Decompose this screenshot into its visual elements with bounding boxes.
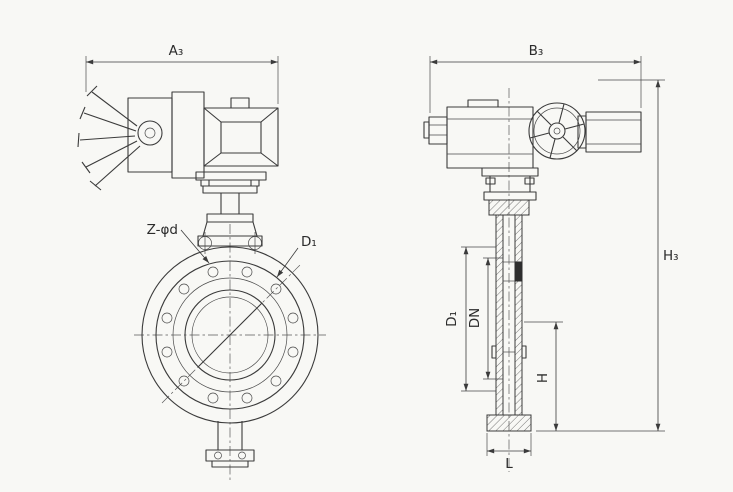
dim-b3: B₃ — [429, 43, 642, 113]
flange-raised-face-circle — [155, 260, 305, 410]
bore-circle — [184, 289, 276, 381]
handwheel-hub-icon — [137, 120, 163, 146]
mounting-bracket-front — [195, 171, 267, 254]
flange-outer-circle — [141, 246, 319, 424]
actuator-body — [171, 91, 205, 179]
gearbox-housing — [127, 97, 173, 173]
dim-l: L — [486, 433, 532, 472]
dim-d1-front: D₁ — [276, 234, 317, 278]
bottom-flange-section — [486, 414, 532, 432]
dim-label-h: H — [535, 373, 551, 383]
conduit-entry — [423, 121, 430, 139]
terminal-cap — [230, 97, 250, 109]
lug-bolt-hole — [198, 236, 212, 250]
dim-dn: DN — [467, 257, 503, 380]
body-top-boss — [467, 99, 499, 108]
handwheel-shaft-icon — [144, 127, 156, 139]
terminal-box — [428, 116, 448, 145]
mounting-bracket-side — [481, 167, 539, 201]
seat-circle — [172, 277, 288, 393]
front-view: A₃ Z-φd D₁ — [77, 43, 326, 480]
actuator-side — [423, 99, 642, 169]
dim-d1-side: D₁ — [444, 246, 496, 392]
front-centerlines — [134, 224, 326, 480]
seat-step-left — [491, 345, 497, 359]
lug-bolt-hole — [248, 236, 262, 250]
dim-h: H — [524, 321, 563, 431]
stem-key — [514, 261, 523, 282]
body-wall-right — [514, 214, 523, 416]
dim-label-l: L — [505, 456, 513, 472]
dim-label-d1-side: D₁ — [444, 311, 460, 327]
motor-cylinder — [585, 111, 642, 153]
dim-label-d1-front: D₁ — [301, 234, 317, 250]
side-view: B₃ H₃ D₁ DN — [423, 43, 679, 472]
body-wall-left — [495, 214, 504, 416]
dim-a3: A₃ — [85, 43, 279, 104]
bolt-holes — [161, 266, 299, 404]
dim-h3: H₃ — [536, 79, 679, 432]
bottom-trunnion — [205, 421, 255, 468]
actuator-body-side — [446, 106, 534, 169]
motor-cover-boss — [220, 121, 262, 154]
dim-label-z-phi-d: Z-φd — [147, 222, 178, 238]
dim-label-dn: DN — [467, 308, 483, 329]
handwheel-side-icon — [528, 102, 586, 160]
top-flange-section — [488, 199, 530, 216]
disc-circle — [191, 296, 269, 374]
valve-body-side — [486, 199, 532, 432]
handwheel-icon — [77, 85, 141, 191]
dim-label-h3: H₃ — [663, 248, 679, 264]
disc-edge-line — [197, 302, 263, 368]
dim-z-phi-d: Z-φd — [147, 222, 210, 264]
actuator-front — [77, 85, 279, 191]
seat-step-right — [521, 345, 527, 359]
valve-body-front — [141, 246, 319, 424]
dim-label-a3: A₃ — [169, 43, 184, 59]
dim-label-b3: B₃ — [529, 43, 544, 59]
